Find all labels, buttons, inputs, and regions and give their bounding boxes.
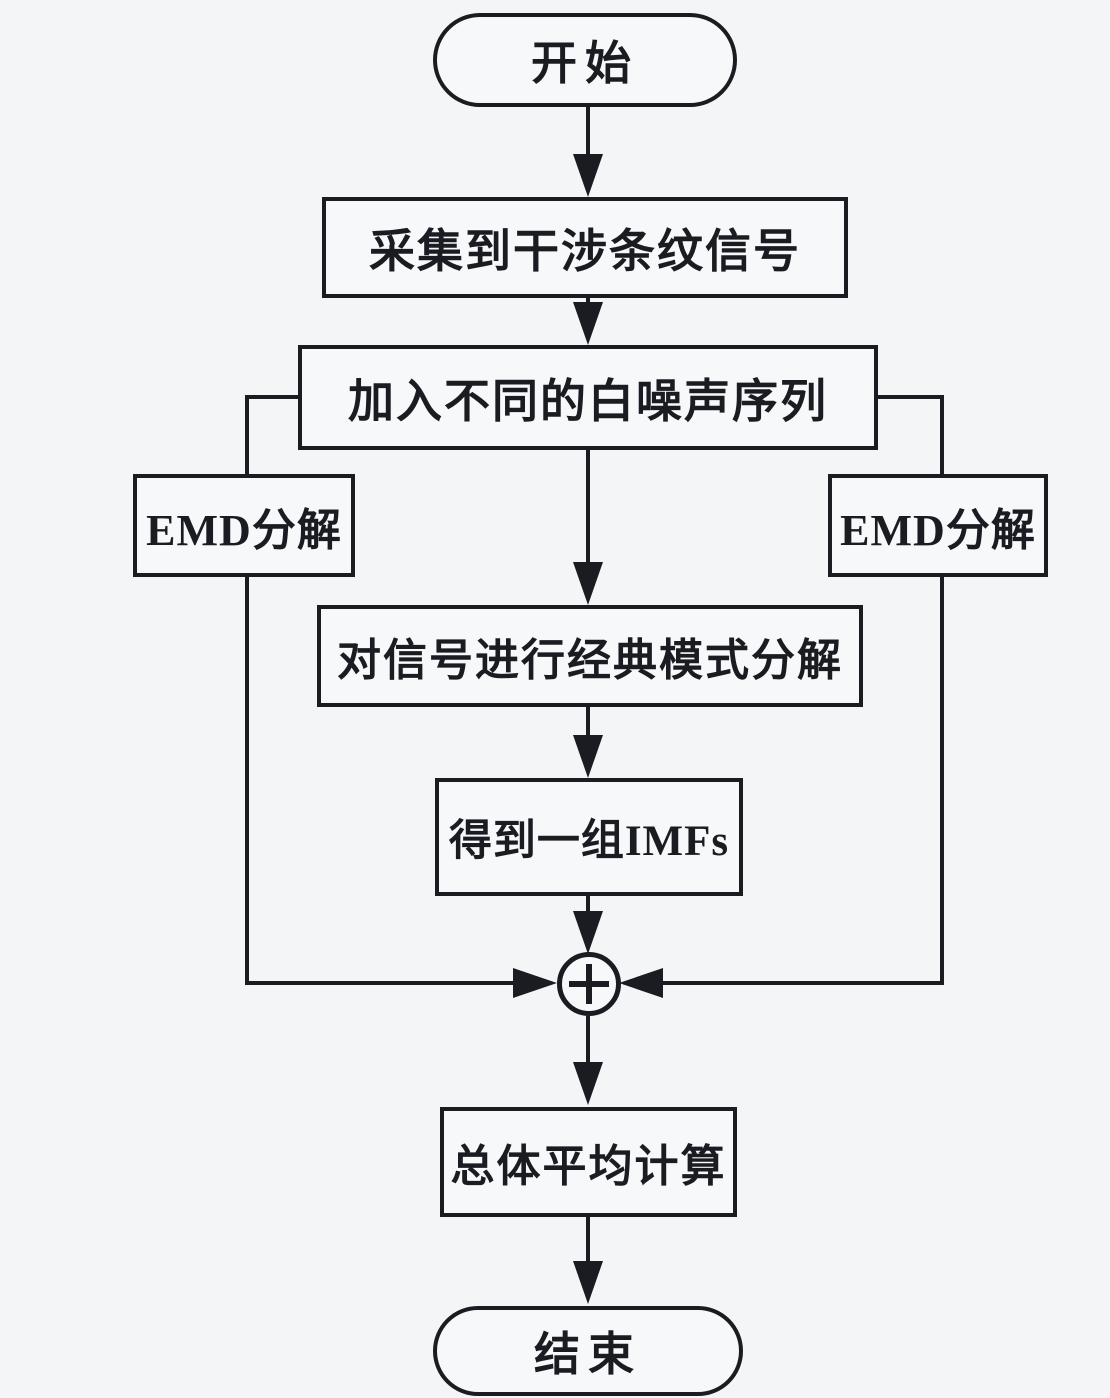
summation-node (557, 952, 621, 1016)
edge-left-branch-top (245, 395, 300, 399)
emd-left-label: EMD分解 (146, 505, 342, 555)
decompose-label: 对信号进行经典模式分解 (337, 636, 843, 685)
arrow-down-icon (573, 562, 603, 605)
process-ensemble-average: 总体平均计算 (440, 1107, 737, 1217)
process-acquire-fringe-signal: 采集到干涉条纹信号 (322, 197, 848, 298)
process-emd-decompose-right: EMD分解 (828, 474, 1048, 577)
edge-decompose-imfs-line (586, 707, 590, 739)
acquire-label: 采集到干涉条纹信号 (369, 225, 801, 277)
edge-start-acquire-line (586, 107, 590, 159)
end-label: 结束 (534, 1329, 642, 1380)
emd-right-label: EMD分解 (840, 505, 1036, 555)
edge-left-branch-vertical (245, 395, 249, 985)
edge-average-end-line (586, 1217, 590, 1265)
edge-sum-average-line (586, 1016, 590, 1066)
edge-left-branch-bottom (245, 981, 517, 985)
arrow-down-icon (573, 1062, 603, 1105)
edge-right-branch-top (876, 395, 944, 399)
arrow-left-icon (619, 968, 663, 998)
process-classical-mode-decomposition: 对信号进行经典模式分解 (317, 605, 863, 707)
arrow-down-icon (573, 911, 603, 954)
process-emd-decompose-left: EMD分解 (133, 474, 355, 577)
arrow-down-icon (573, 735, 603, 778)
end-terminal: 结束 (433, 1306, 743, 1396)
arrow-down-icon (573, 154, 603, 197)
edge-imfs-sum-line (586, 896, 590, 916)
edge-right-branch-bottom (663, 981, 944, 985)
arrow-right-icon (513, 968, 557, 998)
arrow-down-icon (573, 302, 603, 345)
arrow-down-icon (573, 1261, 603, 1304)
imfs-label: 得到一组IMFs (448, 818, 730, 865)
plus-icon (586, 964, 592, 1004)
average-label: 总体平均计算 (450, 1142, 727, 1191)
start-terminal: 开始 (433, 13, 737, 107)
start-label: 开始 (531, 38, 639, 89)
edge-right-branch-vertical (940, 395, 944, 985)
process-add-white-noise: 加入不同的白噪声序列 (298, 345, 878, 450)
add-noise-label: 加入不同的白噪声序列 (348, 375, 828, 427)
edge-addnoise-decompose-line (586, 450, 590, 564)
process-obtain-imfs: 得到一组IMFs (435, 778, 743, 896)
